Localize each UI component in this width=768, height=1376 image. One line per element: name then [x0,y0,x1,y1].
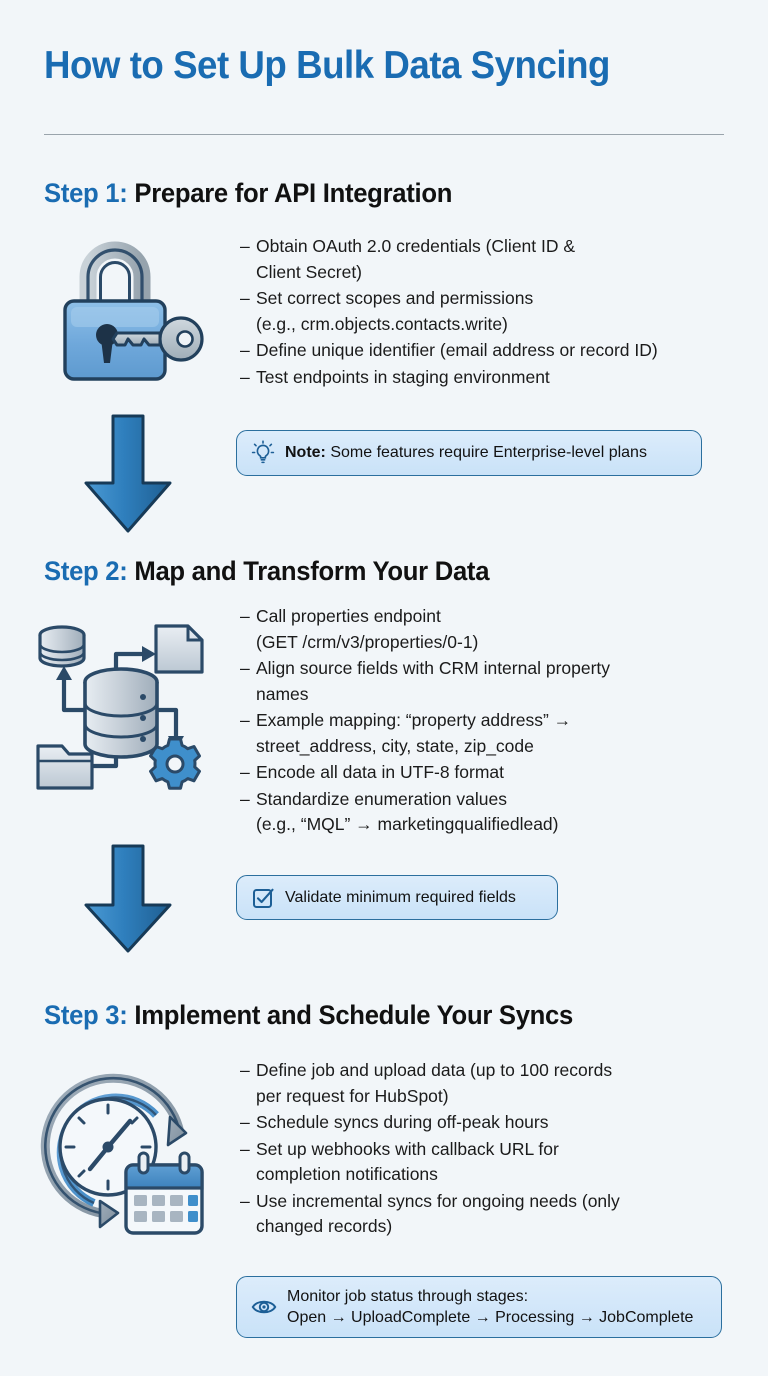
bullet-dash: – [240,710,250,731]
note-callout: Note: Some features require Enterprise-l… [236,430,702,476]
step-3-heading: Step 3: Implement and Schedule Your Sync… [44,1000,573,1031]
list-item: – Define job and upload data (up to 100 … [240,1058,764,1109]
padlock-key-icon [63,241,204,381]
list-item: – Align source fields with CRM internal … [240,656,764,707]
bullet-text: Use incremental syncs for ongoing needs … [256,1190,620,1237]
clock-calendar-icon [40,1073,204,1235]
down-arrow-step2-to-step3 [84,844,172,953]
note-rest-text: Some features require Enterprise-level p… [325,444,647,462]
step-1-bullet-list: – Obtain OAuth 2.0 credentials (Client I… [240,234,764,391]
bullet-text: Set correct scopes and permissions (e.g.… [256,288,534,334]
bullet-text: Test endpoints in staging environment [256,366,550,387]
note-bold-prefix: Note: [285,444,326,462]
step-2-label: Step 2: [44,556,128,586]
step-3-title: Implement and Schedule Your Syncs [134,1000,574,1030]
list-item: – Standardize enumeration values (e.g., … [240,787,764,838]
page-title: How to Set Up Bulk Data Syncing [44,44,610,87]
step-1-heading: Step 1: Prepare for API Integration [44,178,452,209]
bullet-dash: – [240,1060,250,1080]
list-item: – Schedule syncs during off-peak hours [240,1110,764,1136]
list-item: – Use incremental syncs for ongoing need… [240,1189,764,1240]
bullet-text: Set up webhooks with callback URL for co… [256,1138,559,1185]
list-item: – Set correct scopes and permissions (e.… [240,286,764,337]
bullet-text: Schedule syncs during off-peak hours [256,1112,549,1133]
monitor-callout: Monitor job status through stages: Open … [236,1276,722,1338]
checkbox-check-icon [253,888,274,908]
list-item: – Example mapping: “property address” → … [240,708,764,759]
bullet-dash: – [240,658,250,679]
list-item: – Test endpoints in staging environment [240,365,764,391]
bullet-text: Obtain OAuth 2.0 credentials (Client ID … [256,236,576,282]
validate-rest-text: Validate minimum required fields [285,888,516,906]
note-callout-text: Note: Some features require Enterprise-l… [285,442,647,463]
list-item: – Encode all data in UTF-8 format [240,760,764,786]
validate-callout: Validate minimum required fields [236,875,558,920]
bullet-dash: – [240,606,250,626]
step-1-label: Step 1: [44,178,128,208]
step-3-label: Step 3: [44,1000,128,1030]
bullet-text: Call properties endpoint (GET /crm/v3/pr… [256,606,479,652]
validate-callout-text: Validate minimum required fields [285,887,516,908]
step-3-bullet-list: – Define job and upload data (up to 100 … [240,1058,764,1241]
bullet-text: Standardize enumeration values (e.g., “M… [256,788,559,835]
bullet-dash: – [240,1112,250,1133]
bullet-dash: – [240,1190,250,1211]
bullet-text: Align source fields with CRM internal pr… [256,658,611,704]
bullet-dash: – [240,788,250,809]
monitor-rest-text: Monitor job status through stages: Open … [287,1287,694,1326]
title-divider [44,134,724,135]
bullet-dash: – [240,1138,250,1159]
bullet-dash: – [240,366,250,387]
bullet-dash: – [240,288,250,309]
bullet-text: Define unique identifier (email address … [256,340,658,361]
monitor-callout-text: Monitor job status through stages: Open … [287,1286,693,1328]
down-arrow-step1-to-step2 [84,414,172,533]
list-item: – Call properties endpoint (GET /crm/v3/… [240,604,764,655]
eye-icon [251,1300,277,1314]
list-item: – Obtain OAuth 2.0 credentials (Client I… [240,234,764,285]
bullet-dash: – [240,236,250,256]
step-2-bullet-list: – Call properties endpoint (GET /crm/v3/… [240,604,764,839]
bullet-text: Example mapping: “property address” → st… [256,710,572,756]
bullet-dash: – [240,762,250,783]
list-item: – Set up webhooks with callback URL for … [240,1137,764,1188]
bullet-dash: – [240,340,250,361]
database-flow-icon [36,624,204,790]
bullet-text: Define job and upload data (up to 100 re… [256,1060,613,1106]
lightbulb-icon [251,440,275,464]
step-2-heading: Step 2: Map and Transform Your Data [44,556,489,587]
bullet-text: Encode all data in UTF-8 format [256,762,505,783]
step-2-title: Map and Transform Your Data [134,556,490,586]
list-item: – Define unique identifier (email addres… [240,338,764,364]
step-1-title: Prepare for API Integration [134,178,453,208]
